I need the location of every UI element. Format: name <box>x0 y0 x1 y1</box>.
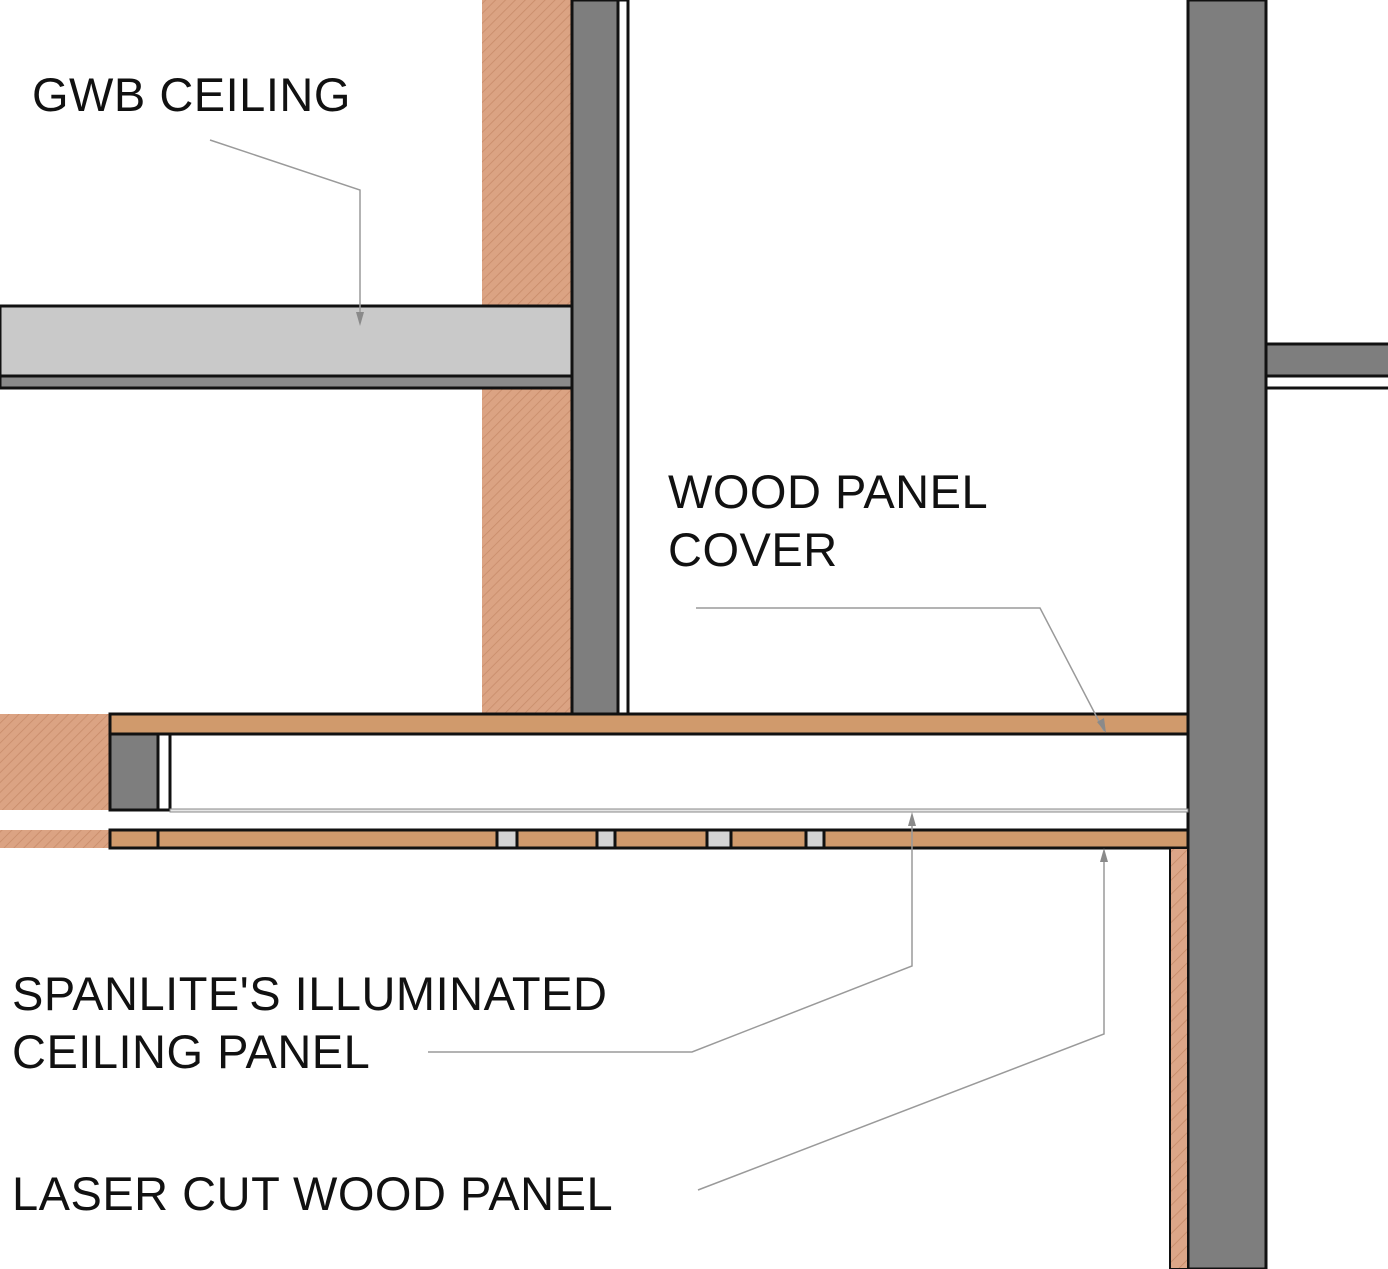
arrowhead-laser <box>1100 848 1108 862</box>
leader-spanlite <box>428 818 913 1053</box>
label-spanlite-panel: SPANLITE'S ILLUMINATED CEILING PANEL <box>12 965 607 1081</box>
label-spanlite-line-1: SPANLITE'S ILLUMINATED <box>12 967 608 1020</box>
wood-wall-finish <box>1169 847 1189 1269</box>
label-wood-panel-cover: WOOD PANEL COVER <box>668 463 988 579</box>
light-opening <box>804 828 826 850</box>
spanlite-illuminated-panel <box>169 808 1189 813</box>
steel-channel-left <box>108 732 172 812</box>
label-wood-panel-cover-line-1: WOOD PANEL <box>668 465 989 518</box>
right-board-stub <box>1264 342 1388 390</box>
leader-gwb-ceiling <box>209 139 361 322</box>
steel-stud-middle <box>570 0 630 716</box>
label-laser-cut-panel: LASER CUT WOOD PANEL <box>12 1165 613 1223</box>
label-gwb-ceiling: GWB CEILING <box>32 66 351 124</box>
leader-arrowheads <box>356 312 1108 862</box>
light-opening <box>495 828 519 850</box>
light-opening <box>705 828 733 850</box>
light-opening <box>595 828 617 850</box>
arrowhead-spanlite <box>908 812 916 826</box>
laser-cut-wood-panel <box>108 828 1190 850</box>
gwb-ceiling-board <box>0 304 574 390</box>
arrowhead-cover <box>1097 718 1106 733</box>
insulation-stub-left <box>0 714 110 848</box>
label-spanlite-line-2: CEILING PANEL <box>12 1025 371 1078</box>
label-gwb-ceiling-line: GWB CEILING <box>32 68 351 121</box>
leader-lines <box>209 139 1105 1191</box>
wood-panel-cover <box>108 712 1190 736</box>
leader-laser-cut <box>697 852 1105 1191</box>
label-wood-panel-cover-line-2: COVER <box>668 523 838 576</box>
steel-column-right <box>1186 0 1268 1269</box>
label-laser-cut-line: LASER CUT WOOD PANEL <box>12 1167 614 1220</box>
arrowhead-gwb <box>356 312 364 326</box>
leader-wood-panel-cover <box>696 607 1105 732</box>
